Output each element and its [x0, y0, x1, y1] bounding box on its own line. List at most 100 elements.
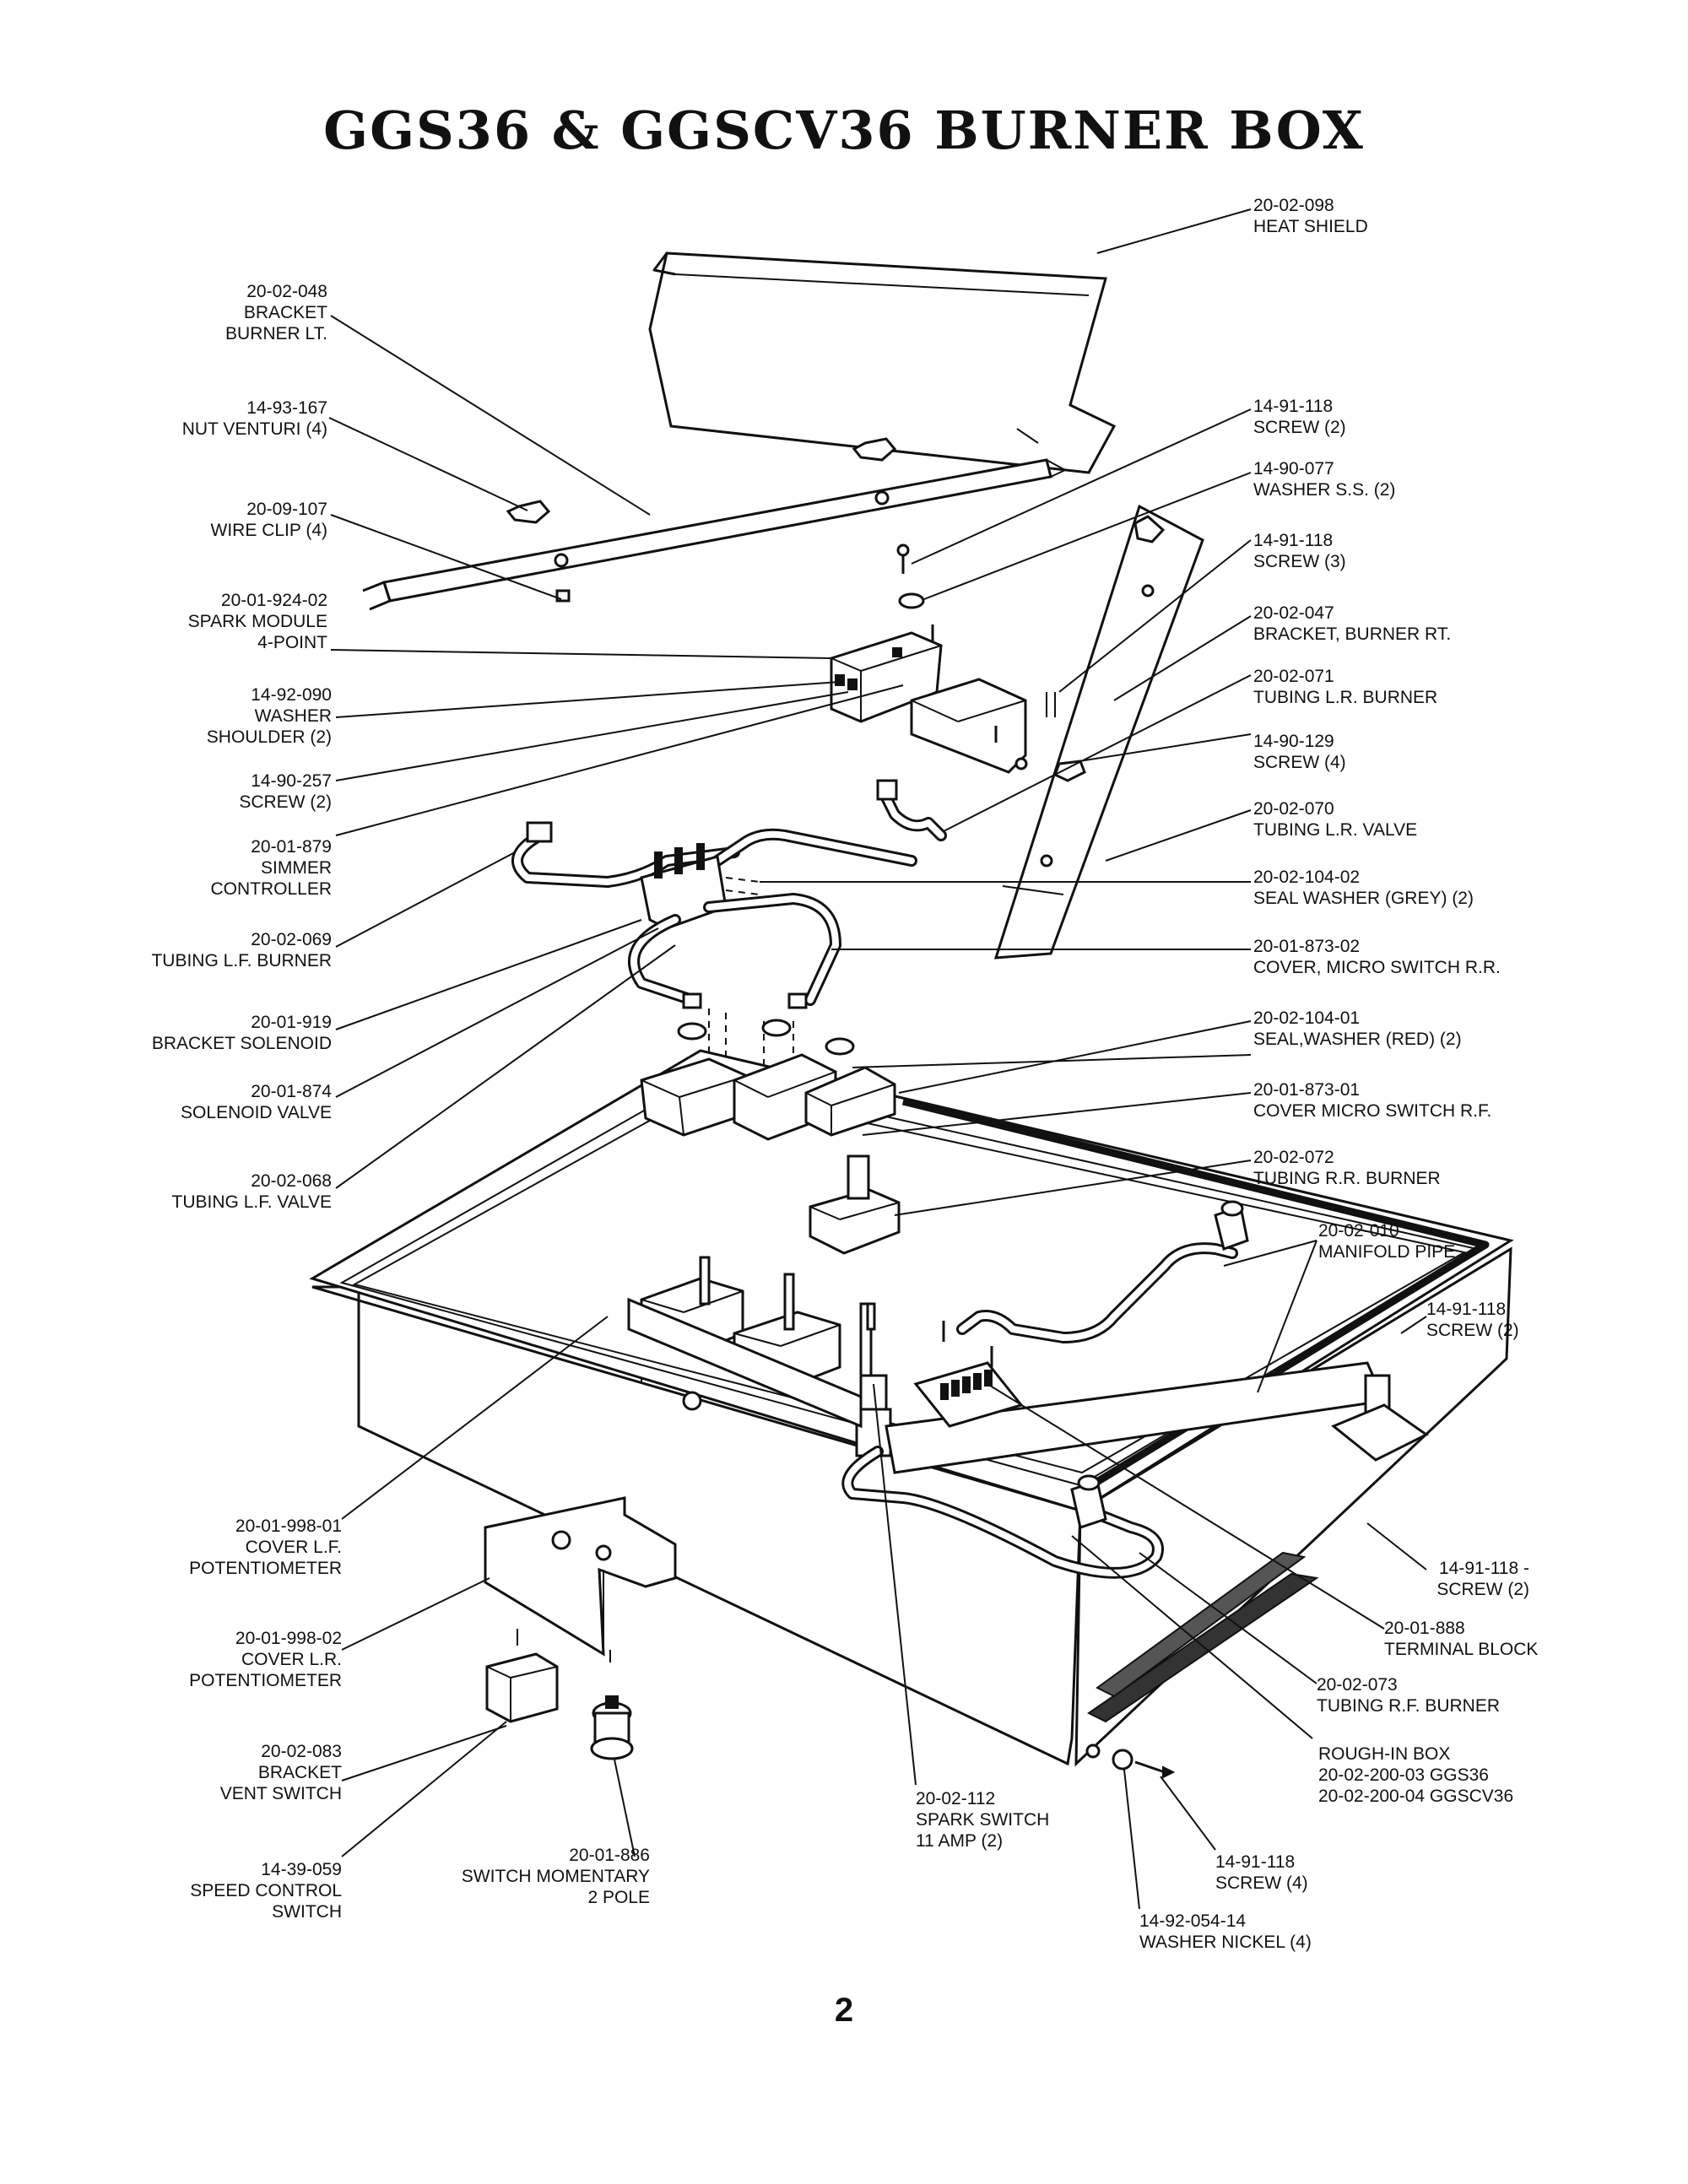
label-line: SCREW (2): [1426, 1321, 1519, 1340]
speed-control-switch-part: [590, 1650, 634, 1760]
label-line: HEAT SHIELD: [1253, 217, 1368, 236]
label-line: 20-09-107: [246, 500, 327, 519]
label-line: 14-93-167: [246, 398, 327, 418]
label-line: 20-02-104-01: [1253, 1008, 1360, 1028]
label-line: 20-02-098: [1253, 196, 1334, 215]
label-line: TUBING L.R. VALVE: [1253, 820, 1417, 840]
bottom-screw-washer: [1112, 1749, 1176, 1779]
label-line: 14-92-054-14: [1139, 1911, 1246, 1931]
label-line: COVER MICRO SWITCH R.F.: [1253, 1101, 1491, 1121]
bracket-burner-rt-part: [993, 504, 1204, 960]
label-line: ROUGH-IN BOX: [1318, 1744, 1450, 1764]
label-line: SHOULDER (2): [207, 727, 332, 747]
label-line: 20-01-879: [251, 837, 332, 857]
label-line: 20-02-010: [1318, 1221, 1399, 1241]
label-line: TUBING R.F. BURNER: [1317, 1696, 1500, 1716]
label-line: TUBING L.F. VALVE: [172, 1192, 332, 1212]
page-title: GGS36 & GGSCV36 BURNER BOX: [323, 100, 1365, 161]
label-line: 20-02-083: [261, 1742, 342, 1761]
label-line: 14-91-118: [1253, 531, 1333, 550]
label-line: SCREW (2): [239, 792, 332, 812]
label-line: 11 AMP (2): [916, 1831, 1003, 1851]
label-line: 20-02-071: [1253, 667, 1334, 686]
label-line: 20-01-873-02: [1253, 937, 1360, 956]
label-line: BRACKET: [258, 1763, 342, 1782]
label-line: NUT VENTURI (4): [182, 419, 327, 439]
label-line: SWITCH: [272, 1902, 342, 1922]
valves-and-potentiometers: [627, 1256, 892, 1457]
label-line: SCREW (3): [1253, 552, 1346, 571]
label-line: 20-02-200-03 GGS36: [1318, 1765, 1489, 1785]
label-line: 20-01-998-02: [235, 1629, 342, 1648]
label-line: WASHER S.S. (2): [1253, 480, 1395, 500]
label-line: 14-39-059: [261, 1860, 342, 1879]
heat-shield-part: [648, 251, 1117, 474]
label-line: 20-01-888: [1384, 1619, 1465, 1638]
label-line: 20-02-070: [1253, 799, 1334, 819]
label-line: 14-90-077: [1253, 459, 1334, 478]
label-line: BRACKET: [244, 303, 327, 322]
tubing-lr-burner-part: [876, 779, 947, 841]
label-line: SCREW (4): [1215, 1873, 1308, 1893]
label-line: 20-02-073: [1317, 1675, 1398, 1695]
label-line: 14-90-257: [251, 771, 332, 791]
label-line: SCREW (4): [1253, 753, 1346, 772]
label-line: 14-91-118 -: [1439, 1559, 1529, 1578]
label-line: 20-02-072: [1253, 1148, 1334, 1167]
bracket-vent-switch-part: [485, 1629, 559, 1723]
label-line: 20-02-200-04 GGSCV36: [1318, 1787, 1513, 1806]
label-line: TUBING L.R. BURNER: [1253, 688, 1437, 707]
label-line: 4-POINT: [257, 633, 327, 652]
manifold-and-tubing: [841, 1200, 1429, 1579]
label-line: 20-01-874: [251, 1082, 332, 1101]
label-line: VENT SWITCH: [220, 1784, 342, 1803]
label-line: 14-91-118: [1215, 1852, 1295, 1872]
label-screw-d: 14-91-118 -SCREW (2): [1436, 1559, 1529, 1599]
label-line: 20-02-048: [246, 282, 327, 301]
label-line: BRACKET SOLENOID: [152, 1034, 332, 1053]
label-line: 14-91-118: [1253, 397, 1333, 416]
label-line: 20-02-047: [1253, 603, 1334, 623]
label-line: CONTROLLER: [210, 879, 332, 899]
label-line: SPARK SWITCH: [916, 1810, 1049, 1830]
label-line: 14-92-090: [251, 685, 332, 705]
page-number: 2: [834, 1992, 854, 2029]
label-line: TUBING R.R. BURNER: [1253, 1169, 1441, 1188]
top-screws-washers: [896, 543, 1086, 782]
label-line: 20-02-068: [251, 1171, 332, 1191]
potentiometer-cover-part: [484, 1496, 677, 1657]
label-line: TUBING L.F. BURNER: [151, 951, 332, 970]
label-line: BRACKET, BURNER RT.: [1253, 624, 1451, 644]
label-line: 20-02-112: [916, 1789, 995, 1808]
label-line: 14-90-129: [1253, 732, 1334, 751]
label-line: SEAL WASHER (GREY) (2): [1253, 889, 1474, 908]
label-line: SPARK MODULE: [188, 612, 327, 631]
tubing-lf-valve-part: [628, 893, 841, 1009]
label-line: WASHER: [255, 706, 332, 726]
